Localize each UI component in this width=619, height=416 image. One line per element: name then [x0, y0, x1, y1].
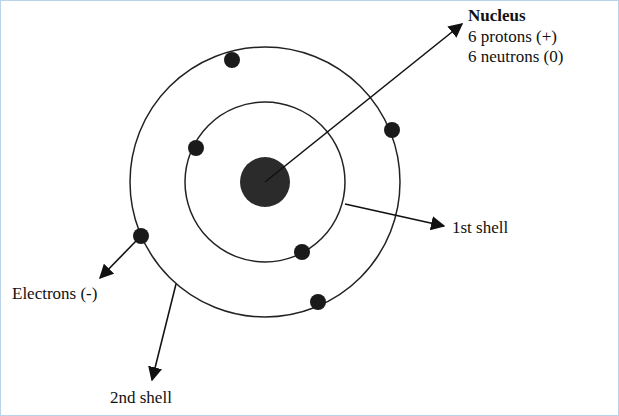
electron [294, 244, 310, 260]
electron [188, 140, 204, 156]
part-detail: 6 protons (+) [468, 27, 557, 46]
leader-arrow [152, 284, 176, 380]
part-name: 2nd shell [110, 388, 172, 407]
leader-arrow [265, 24, 462, 182]
leader-arrow [100, 241, 136, 278]
electron [310, 294, 326, 310]
leader-lines [100, 24, 462, 380]
part-name: 1st shell [452, 218, 508, 237]
part-name: Nucleus [468, 6, 526, 25]
part-detail: 6 neutrons (0) [468, 47, 563, 66]
leader-arrow [345, 204, 444, 226]
electron [384, 122, 400, 138]
electron [224, 52, 240, 68]
part-name: Electrons (-) [12, 284, 97, 303]
